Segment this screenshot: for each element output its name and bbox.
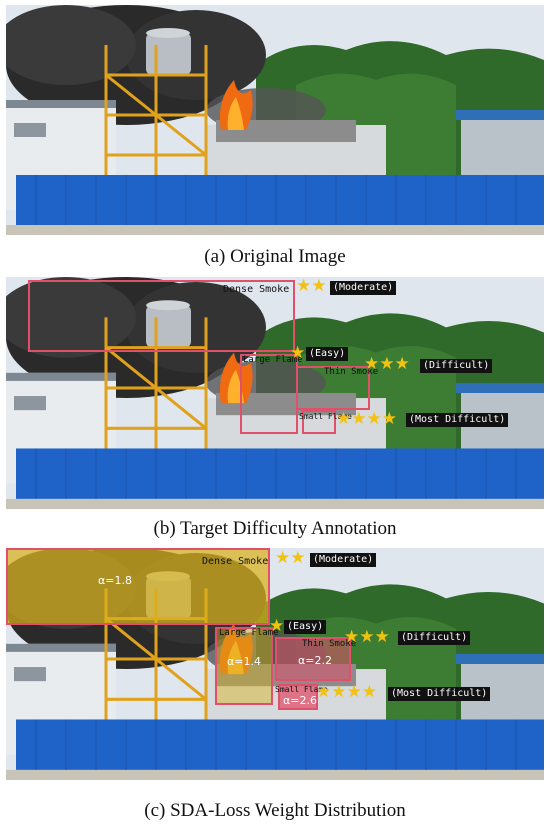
small-flame-stars: ★★★★ <box>336 409 397 429</box>
caption-b: (b) Target Difficulty Annotation <box>153 518 397 539</box>
dense-smoke-label: Dense Smoke <box>223 284 290 295</box>
dense-smoke-stars: ★★ <box>275 548 306 568</box>
small-flame-weight-region <box>278 684 318 710</box>
dense-smoke-box <box>28 280 295 352</box>
thin-smoke-box <box>296 366 370 410</box>
small-flame-difficulty: (Most Difficult) <box>388 687 491 701</box>
original-image <box>6 5 544 235</box>
thin-smoke-difficulty: (Difficult) <box>398 631 471 645</box>
caption-a: (a) Original Image <box>204 246 346 267</box>
thin-smoke-label: Thin Smoke <box>302 639 357 649</box>
small-flame-stars: ★★★★ <box>316 682 377 702</box>
dense-smoke-weight-region <box>6 548 270 625</box>
annotated-image: Dense Smoke ★★ (Moderate) Large Flame ★ … <box>6 277 544 509</box>
small-flame-difficulty: (Most Difficult) <box>406 413 509 427</box>
fire-scene-photo <box>6 5 544 235</box>
dense-smoke-difficulty: (Moderate) <box>310 553 377 567</box>
large-flame-difficulty: (Easy) <box>306 347 349 361</box>
large-flame-stars: ★ <box>290 343 306 363</box>
thin-smoke-stars: ★★★ <box>344 627 390 647</box>
dense-smoke-label: Dense Smoke <box>202 556 269 567</box>
large-flame-difficulty: (Easy) <box>284 620 327 634</box>
small-flame-box <box>302 410 336 434</box>
thin-smoke-weight-region <box>275 637 351 681</box>
large-flame-label: Large Flame <box>219 628 279 638</box>
small-flame-label: Small Flame <box>299 412 352 421</box>
large-flame-box <box>240 354 298 434</box>
thin-smoke-label: Thin Smoke <box>324 367 379 377</box>
weight-distribution-image: α=1.8 Dense Smoke ★★ (Moderate) Large Fl… <box>6 548 544 780</box>
thin-smoke-alpha: α=2.2 <box>298 654 332 667</box>
large-flame-stars: ★ <box>269 616 285 636</box>
dense-smoke-stars: ★★ <box>296 277 327 296</box>
large-flame-label: Large Flame <box>243 355 303 365</box>
dense-smoke-alpha: α=1.8 <box>98 574 132 587</box>
caption-c: (c) SDA-Loss Weight Distribution <box>144 800 406 821</box>
thin-smoke-difficulty: (Difficult) <box>420 359 493 373</box>
thin-smoke-stars: ★★★ <box>364 354 410 374</box>
dense-smoke-difficulty: (Moderate) <box>330 281 397 295</box>
large-flame-alpha: α=1.4 <box>227 655 261 668</box>
small-flame-alpha: α=2.6 <box>283 694 317 707</box>
small-flame-label: Small Flame <box>275 685 328 694</box>
large-flame-weight-region <box>215 627 273 705</box>
